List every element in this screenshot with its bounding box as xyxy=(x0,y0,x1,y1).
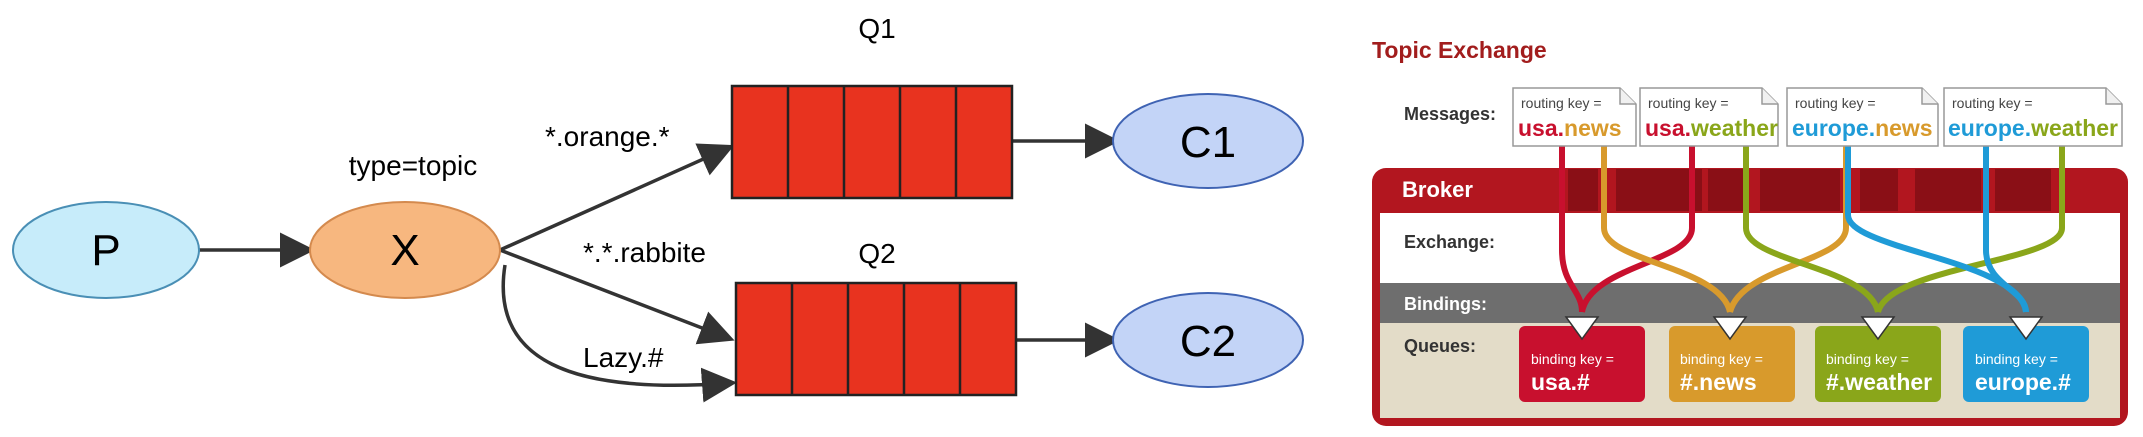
edge-x-q1 xyxy=(499,143,735,252)
arrowhead-news xyxy=(1712,316,1748,341)
routing-key-usa-news: usa.news xyxy=(1518,115,1622,141)
arrowhead-usa xyxy=(1564,316,1600,341)
binding-key-usa: usa.# xyxy=(1531,369,1590,395)
routing-key-europe-news: europe.news xyxy=(1792,115,1933,141)
exchange-node xyxy=(309,201,501,299)
arrowhead-weather xyxy=(1860,316,1896,341)
exchange-band xyxy=(1380,213,2120,283)
bindings-row-label: Bindings: xyxy=(1404,294,1487,314)
broker-slot xyxy=(1708,169,1746,211)
message-card-usa-news: routing key = usa.news xyxy=(1512,87,1637,147)
topic-exchange-illustration: Topic Exchange Messages: Broker Exchange… xyxy=(1372,37,2128,426)
binding-queue-news xyxy=(1669,326,1795,402)
binding-label-lazy: Lazy.# xyxy=(583,342,664,373)
binding-queue-usa xyxy=(1519,326,1645,402)
broker-slot xyxy=(1860,169,1898,211)
queues-row-label: Queues: xyxy=(1404,336,1476,356)
broker-slot xyxy=(1616,169,1702,211)
consumer-c2-label: C2 xyxy=(1180,317,1236,366)
broker-slot xyxy=(1995,169,2051,211)
binding-label-rabbite: *.*.rabbite xyxy=(583,237,706,268)
broker-slot xyxy=(1760,169,1840,211)
exchange-label: X xyxy=(390,226,419,275)
broker-label: Broker xyxy=(1402,177,1473,202)
wire-usa-news-news xyxy=(1601,137,1733,313)
message-card-europe-news: routing key = europe.news xyxy=(1786,87,1939,147)
topic-flow-diagram: P X type=topic Q1 Q2 C1 C2 *.orange.* xyxy=(12,13,1304,403)
wire-usa-weather-weather xyxy=(1743,137,1881,313)
binding-label-orange: *.orange.* xyxy=(545,121,670,152)
binding-key-europe: europe.# xyxy=(1975,369,2071,395)
broker-slot xyxy=(1915,169,1981,211)
queue-q2 xyxy=(734,281,1018,397)
arrowhead-europe xyxy=(2008,316,2044,341)
consumer-c1-label: C1 xyxy=(1180,118,1236,167)
queue-q2-label: Q2 xyxy=(858,238,895,269)
binding-queue-europe xyxy=(1963,326,2089,402)
messages-row-label: Messages: xyxy=(1404,104,1496,124)
broker-slot xyxy=(1568,169,1598,211)
consumer-c1-node xyxy=(1112,93,1304,189)
binding-key-prefix: binding key = xyxy=(1826,351,1909,367)
routing-wires xyxy=(1559,137,2065,314)
routing-key-prefix: routing key = xyxy=(1521,95,1602,111)
binding-key-news: #.news xyxy=(1680,369,1757,395)
queue-q1 xyxy=(730,84,1014,200)
routing-key-usa-weather: usa.weather xyxy=(1645,115,1778,141)
message-card-europe-weather: routing key = europe.weather xyxy=(1943,87,2123,147)
binding-key-weather: #.weather xyxy=(1826,369,1932,395)
wire-usa-weather-usa xyxy=(1579,137,1695,313)
routing-key-prefix: routing key = xyxy=(1648,95,1729,111)
binding-queue-weather xyxy=(1815,326,1941,402)
exchange-row-label: Exchange: xyxy=(1404,232,1495,252)
consumer-c2-node xyxy=(1112,292,1304,388)
binding-key-prefix: binding key = xyxy=(1680,351,1763,367)
producer-node xyxy=(12,201,200,299)
edge-x-q2-lazy xyxy=(501,264,737,403)
wire-europe-weather-europe xyxy=(1983,137,2029,313)
producer-label: P xyxy=(91,226,120,275)
topic-exchange-title: Topic Exchange xyxy=(1372,37,1547,63)
queue-q1-label: Q1 xyxy=(858,13,895,44)
message-card-usa-weather: routing key = usa.weather xyxy=(1639,87,1779,147)
exchange-type-label: type=topic xyxy=(349,150,477,181)
binding-key-prefix: binding key = xyxy=(1975,351,2058,367)
binding-key-prefix: binding key = xyxy=(1531,351,1614,367)
wire-europe-weather-weather xyxy=(1875,137,2065,314)
edge-x-q2 xyxy=(499,248,735,345)
routing-key-europe-weather: europe.weather xyxy=(1948,115,2118,141)
routing-key-prefix: routing key = xyxy=(1795,95,1876,111)
routing-key-prefix: routing key = xyxy=(1952,95,2033,111)
